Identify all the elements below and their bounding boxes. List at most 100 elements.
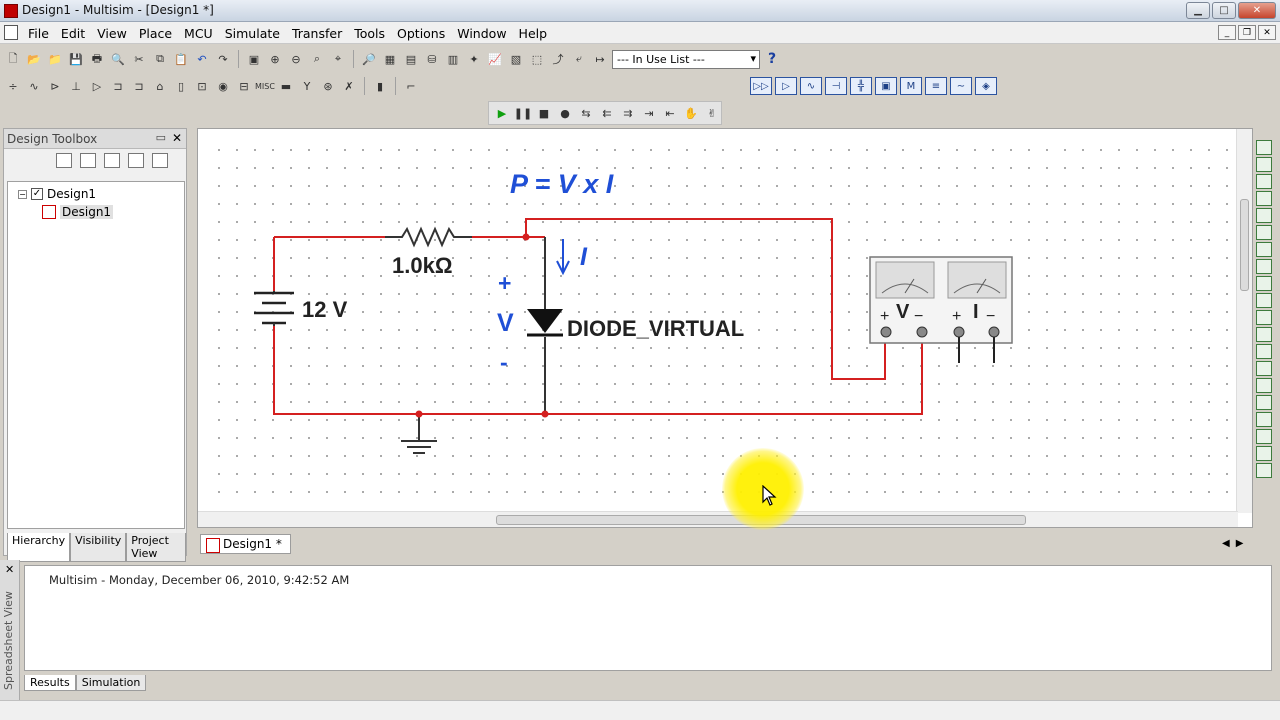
toolbar-tool-icon[interactable]: ╬: [850, 77, 872, 95]
horizontal-scrollbar[interactable]: [198, 511, 1238, 527]
select-icon[interactable]: ⬚: [531, 52, 543, 66]
toolbar-tool-icon[interactable]: ◈: [975, 77, 997, 95]
close-button[interactable]: ✕: [1238, 2, 1276, 19]
save-icon[interactable]: 💾: [69, 52, 83, 66]
back-annotate-icon[interactable]: ⤶: [575, 52, 583, 65]
run-icon[interactable]: ▶: [497, 106, 507, 120]
place-analog-icon[interactable]: ▷: [92, 79, 102, 93]
copy-icon[interactable]: ⧉: [156, 52, 164, 65]
postprocessor-icon[interactable]: ✦: [469, 52, 479, 66]
menu-simulate[interactable]: Simulate: [224, 26, 280, 41]
hand-icon[interactable]: ✋: [684, 106, 698, 120]
place-cmos-icon[interactable]: ⊐: [134, 79, 144, 93]
hand-icon[interactable]: ✌: [707, 106, 717, 120]
menu-file[interactable]: File: [28, 26, 49, 41]
scroll-thumb[interactable]: [1240, 199, 1249, 291]
cut-icon[interactable]: ✂: [134, 52, 144, 66]
multimeter-icon[interactable]: [1256, 140, 1272, 155]
place-power-icon[interactable]: ⊟: [239, 79, 249, 93]
ground-symbol[interactable]: [401, 440, 437, 454]
wire[interactable]: [273, 326, 923, 415]
collapse-icon[interactable]: −: [18, 189, 27, 199]
new-icon[interactable]: 🗋: [8, 51, 18, 65]
menu-place[interactable]: Place: [138, 26, 173, 41]
diode-symbol[interactable]: [527, 273, 563, 337]
mdi-restore-button[interactable]: ❐: [1238, 25, 1256, 40]
help-icon[interactable]: ?: [767, 51, 777, 67]
logic-analyzer-icon[interactable]: [1256, 276, 1272, 291]
probe-icon[interactable]: ⇆: [581, 106, 591, 120]
logic-converter-icon[interactable]: [1256, 293, 1272, 308]
wattmeter-icon[interactable]: [1256, 174, 1272, 189]
bode-plotter-icon[interactable]: [1256, 225, 1272, 240]
tree-child-node[interactable]: Design1: [42, 205, 114, 219]
menu-window[interactable]: Window: [457, 26, 507, 41]
power-meter[interactable]: [869, 256, 1013, 363]
zoom-fit-icon[interactable]: ⌖: [334, 52, 342, 65]
record-icon[interactable]: ●: [560, 106, 570, 120]
mdi-minimize-button[interactable]: _: [1218, 25, 1236, 40]
toolbar-tool-icon[interactable]: ▷▷: [750, 77, 772, 95]
new-design-icon[interactable]: [56, 153, 72, 168]
distortion-analyzer-icon[interactable]: [1256, 327, 1272, 342]
bom-icon[interactable]: ▧: [510, 52, 522, 66]
multisim-app-icon[interactable]: [4, 4, 18, 18]
spreadsheet-close-icon[interactable]: ✕: [5, 563, 15, 576]
mdi-close-button[interactable]: ✕: [1258, 25, 1276, 40]
toolbar-tool-icon[interactable]: ∼: [950, 77, 972, 95]
open-design-icon[interactable]: [80, 153, 96, 168]
save-design-icon[interactable]: [104, 153, 120, 168]
place-source-icon[interactable]: ÷: [8, 79, 18, 93]
place-mcu-icon[interactable]: ⌂: [156, 79, 164, 93]
maximize-button[interactable]: □: [1212, 2, 1236, 19]
network-analyzer-icon[interactable]: [1256, 361, 1272, 376]
tab-next-icon[interactable]: ▶: [1235, 538, 1244, 549]
current-probe-icon[interactable]: [1256, 463, 1272, 478]
toolbar-tool-icon[interactable]: ≡: [925, 77, 947, 95]
menu-tools[interactable]: Tools: [354, 26, 386, 41]
open-icon[interactable]: 📂: [27, 52, 41, 66]
place-bus-icon[interactable]: ⌐: [406, 79, 416, 93]
tab-simulation[interactable]: Simulation: [75, 675, 147, 691]
vertical-scrollbar[interactable]: [1236, 129, 1252, 513]
word-generator-icon[interactable]: [1256, 259, 1272, 274]
agilent-multimeter-icon[interactable]: [1256, 395, 1272, 410]
menu-help[interactable]: Help: [518, 26, 548, 41]
menu-transfer[interactable]: Transfer: [291, 26, 343, 41]
redo-icon[interactable]: ↷: [218, 52, 228, 66]
frequency-counter-icon[interactable]: [1256, 242, 1272, 257]
probe-icon[interactable]: ⇇: [602, 106, 612, 120]
tab-prev-icon[interactable]: ◀: [1222, 538, 1230, 549]
tektronix-oscilloscope-icon[interactable]: [1256, 429, 1272, 444]
place-ladder-icon[interactable]: ✗: [344, 79, 354, 93]
spreadsheet-icon[interactable]: ▤: [405, 52, 417, 66]
print-icon[interactable]: 🖶: [91, 51, 103, 65]
tab-project-view[interactable]: Project View: [126, 533, 186, 562]
in-use-list-dropdown[interactable]: --- In Use List ---: [612, 49, 760, 69]
schematic-canvas[interactable]: P = V x I 1.0kΩ 12 V DIODE_VIRTUAL + V -…: [202, 133, 1234, 507]
toolbar-tool-icon[interactable]: ∿: [800, 77, 822, 95]
place-electromechanical-icon[interactable]: ⊛: [323, 79, 333, 93]
tab-design1[interactable]: Design1 *: [200, 534, 291, 554]
toolbar-tool-icon[interactable]: ⊣: [825, 77, 847, 95]
toolbox-close-icon[interactable]: ✕: [171, 131, 182, 145]
wire[interactable]: [525, 218, 886, 380]
checkbox-icon[interactable]: ✓: [31, 188, 43, 200]
toolbar-tool-icon[interactable]: M: [900, 77, 922, 95]
place-rf-icon[interactable]: Y: [303, 79, 311, 93]
pin-icon[interactable]: ▭: [155, 131, 166, 144]
database-icon[interactable]: ⛁: [427, 52, 437, 66]
menu-mcu[interactable]: MCU: [184, 26, 213, 41]
four-channel-oscilloscope-icon[interactable]: [1256, 208, 1272, 223]
oscilloscope-icon[interactable]: [1256, 191, 1272, 206]
tab-results[interactable]: Results: [24, 675, 76, 691]
open-samples-icon[interactable]: 📁: [48, 52, 62, 66]
annotate-icon[interactable]: ⤴: [552, 53, 564, 66]
probe-icon[interactable]: ⇤: [665, 106, 675, 120]
labview-instrument-icon[interactable]: [1256, 446, 1272, 461]
zoom-out-icon[interactable]: ⊖: [291, 52, 301, 66]
menu-options[interactable]: Options: [397, 26, 446, 41]
document-icon[interactable]: [4, 25, 18, 40]
place-basic-icon[interactable]: ∿: [29, 79, 39, 93]
toolbar-tool-icon[interactable]: ▣: [875, 77, 897, 95]
